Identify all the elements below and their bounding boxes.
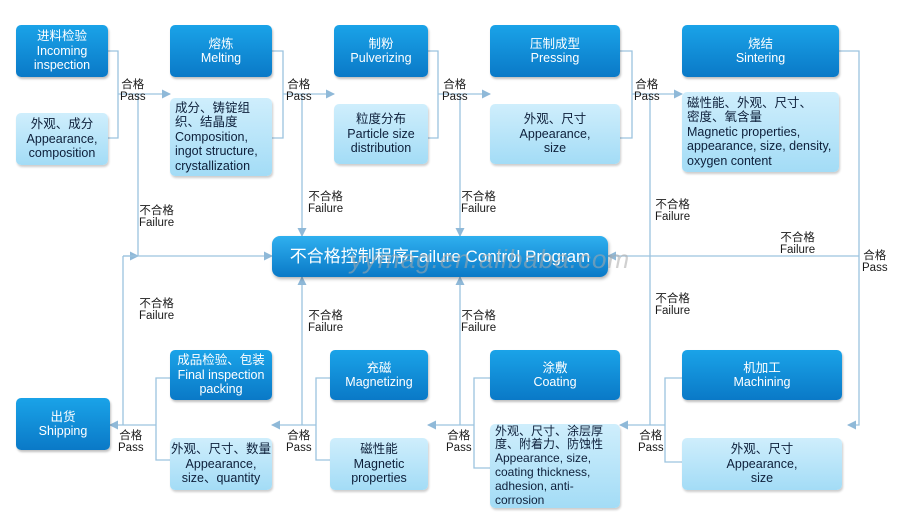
final-check: 外观、尺寸、数量 Appearance, size、quantity — [170, 438, 272, 490]
shipping-stage: 出货 Shipping — [16, 398, 110, 450]
control-text: 不合格控制程序Failure Control Program — [289, 246, 591, 266]
magnetizing-check-en: Magnetic properties — [351, 456, 407, 486]
coating-en: Coating — [533, 375, 577, 389]
machining-check: 外观、尺寸 Appearance, size — [682, 438, 842, 490]
sintering-stage: 烧结 Sintering — [682, 25, 839, 77]
magnetizing-stage: 充磁 Magnetizing — [330, 350, 428, 400]
sintering-check: 磁性能、外观、尺寸、密度、氧含量 Magnetic properties, ap… — [682, 92, 839, 172]
final-zh: 成品检验、包装 — [177, 353, 265, 368]
pulverizing-stage: 制粉 Pulverizing — [334, 25, 428, 77]
shipping-zh: 出货 — [50, 409, 76, 424]
pressing-check: 外观、尺寸 Appearance, size — [490, 104, 620, 164]
machining-en: Machining — [733, 375, 791, 389]
melting-en: Melting — [200, 51, 242, 65]
magnetizing-check-zh: 磁性能 — [360, 442, 398, 457]
watermark: yymag.en.alibaba.com — [350, 244, 631, 274]
incoming-zh: 进料检验 — [36, 29, 87, 44]
coating-check-en: Appearance, size, coating thickness, adh… — [495, 451, 592, 507]
incoming-check-zh: 外观、成分 — [30, 117, 94, 132]
pressing-check-en: Appearance, size — [519, 126, 591, 156]
melting-check-zh: 成分、铸锭组织、结晶度 — [175, 101, 251, 130]
pressing-check-zh: 外观、尺寸 — [523, 112, 587, 127]
sintering-check-en: Magnetic properties, appearance, size, d… — [687, 124, 832, 168]
failure-control-program: 不合格控制程序Failure Control Program — [272, 236, 608, 277]
coating-check: 外观、尺寸、涂层厚度、附着力、防蚀性 Appearance, size, coa… — [490, 424, 620, 508]
magnetizing-check: 磁性能 Magnetic properties — [330, 438, 428, 490]
machining-zh: 机加工 — [743, 360, 781, 375]
magnetizing-en: Magnetizing — [345, 375, 413, 389]
sintering-check-zh: 磁性能、外观、尺寸、密度、氧含量 — [687, 96, 813, 125]
machining-stage: 机加工 Machining — [682, 350, 842, 400]
final-en: Final inspection packing — [177, 367, 265, 397]
melting-check: 成分、铸锭组织、结晶度 Composition, ingot structure… — [170, 98, 272, 176]
melting-stage: 熔炼 Melting — [170, 25, 272, 77]
machining-check-zh: 外观、尺寸 — [730, 442, 794, 457]
final-check-zh: 外观、尺寸、数量 — [170, 442, 271, 457]
pulverizing-zh: 制粉 — [368, 36, 394, 51]
incoming-en: Incoming inspection — [33, 43, 91, 73]
shipping-en: Shipping — [38, 424, 88, 438]
melting-zh: 熔炼 — [208, 36, 234, 51]
melting-check-en: Composition, ingot structure, crystalliz… — [175, 129, 258, 173]
pulverizing-en: Pulverizing — [350, 51, 412, 65]
incoming-check: 外观、成分 Appearance, composition — [16, 113, 108, 165]
coating-check-zh: 外观、尺寸、涂层厚度、附着力、防蚀性 — [495, 423, 604, 452]
machining-check-en: Appearance, size — [726, 456, 798, 486]
final-check-en: Appearance, size、quantity — [181, 456, 261, 486]
pulverizing-check-zh: 粒度分布 — [355, 112, 406, 127]
pressing-en: Pressing — [530, 51, 580, 65]
sintering-zh: 烧结 — [747, 36, 773, 51]
magnetizing-zh: 充磁 — [366, 360, 392, 375]
pulverizing-check: 粒度分布 Particle size distribution — [334, 104, 428, 164]
pulverizing-check-en: Particle size distribution — [347, 126, 415, 156]
pressing-zh: 压制成型 — [529, 36, 580, 51]
sintering-en: Sintering — [735, 51, 786, 65]
coating-stage: 涂敷 Coating — [490, 350, 620, 400]
final-inspection-stage: 成品检验、包装 Final inspection packing — [170, 350, 272, 400]
incoming-check-en: Appearance, composition — [26, 131, 98, 161]
incoming-inspection-stage: 进料检验 Incoming inspection — [16, 25, 108, 77]
pressing-stage: 压制成型 Pressing — [490, 25, 620, 77]
coating-zh: 涂敷 — [542, 360, 568, 375]
